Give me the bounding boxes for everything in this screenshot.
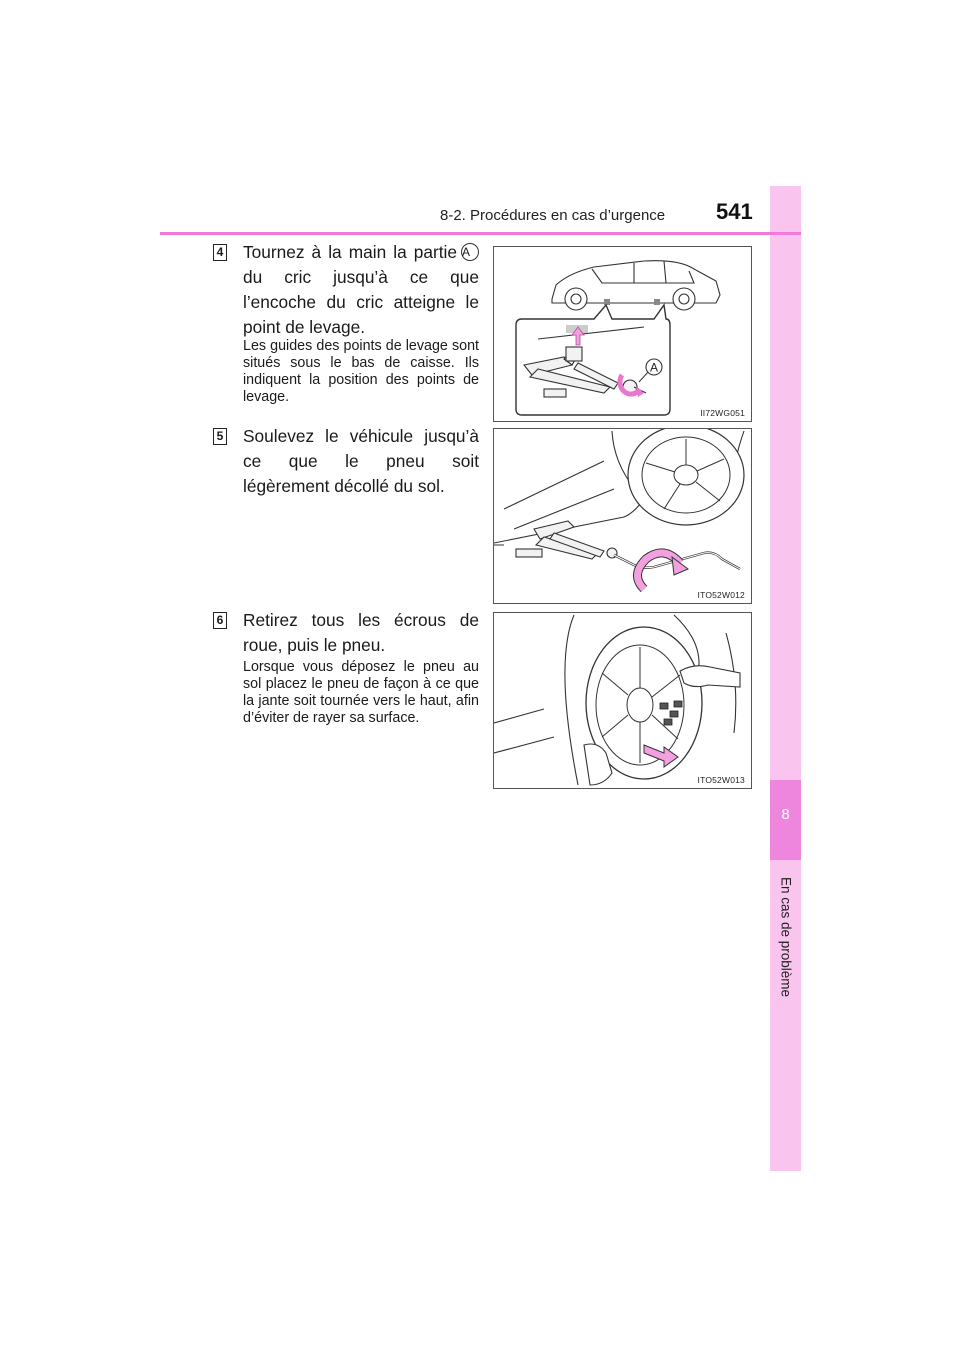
chapter-number: 8 [781,806,790,823]
lift-vehicle-illustration [494,429,745,593]
figure-remove-tire: ITO52W013 [493,612,752,789]
figure-lift-vehicle: ITO52W012 [493,428,752,604]
figure-jack-crank: A II72WG051 [493,246,752,422]
page-number: 541 [716,199,753,224]
callout-a-icon: A [461,243,479,261]
step-number-4: 4 [213,244,227,261]
figure-code: ITO52W013 [697,775,745,785]
step-number-5: 5 [213,428,227,445]
section-title: 8-2. Procédures en cas d’urgence [440,207,666,224]
jack-crank-illustration: A [515,260,721,416]
step-5-text: Soulevez le véhicule jusqu’à ce que le p… [243,426,479,496]
figure-callout-a: A [650,361,658,375]
figure-code: II72WG051 [700,408,745,418]
step-6-text: Retirez tous les écrous de roue, puis le… [243,610,479,655]
step-4-text-part1: Tournez à la main la partie [243,242,457,262]
figure-code: ITO52W012 [697,590,745,600]
step-number-6: 6 [213,612,227,629]
step-4-note: Les guides des points de levage sont sit… [243,338,479,405]
chapter-side-tab [770,186,801,1171]
remove-tire-illustration [494,614,741,786]
step-6-note: Lorsque vous déposez le pneu au sol plac… [243,659,479,726]
chapter-title: En cas de problème [778,876,793,998]
header-rule [160,232,801,235]
chapter-title-tab: En cas de problème [772,872,799,1002]
step-4-text-part2: du cric jusqu’à ce que l’encoche du cric… [243,267,479,337]
chapter-number-tab: 8 [770,780,801,860]
